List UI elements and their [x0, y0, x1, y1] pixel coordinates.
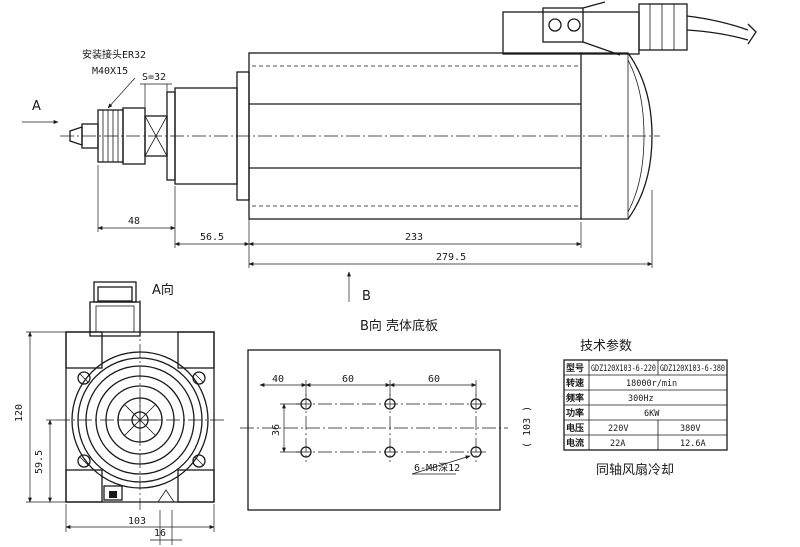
dim-60-left: 60 [342, 374, 354, 385]
spec-row-power: 功率 6KW [566, 407, 660, 419]
spec-label: 转速 [566, 377, 584, 389]
spec-label: 电流 [566, 437, 584, 449]
spec-value: 300Hz [628, 394, 654, 404]
base-view-title: B向 壳体底板 [360, 318, 438, 334]
cable-connector [502, 1, 757, 56]
dim-56-5: 56.5 [200, 232, 224, 243]
dim-279-5: 279.5 [436, 252, 466, 263]
spec-value-1: GDZ120X103-6-220 [591, 364, 656, 374]
dim-36: 36 [271, 424, 282, 436]
spec-table-title: 技术参数 [580, 338, 632, 354]
spec-row-speed: 转速 18000r/min [566, 377, 677, 389]
spec-row-frequency: 频率 300Hz [566, 392, 654, 404]
hole-note: 6-M8深12 [414, 462, 460, 474]
dim-233: 233 [405, 232, 423, 243]
spec-row-voltage: 电压 220V 380V [566, 422, 700, 434]
spec-label: 功率 [566, 407, 584, 419]
spec-label: 电压 [566, 422, 584, 434]
spec-value: 6KW [644, 409, 660, 419]
collet-assembly [69, 71, 250, 201]
dim-103-end: 103 [128, 516, 146, 527]
spec-table-footer: 同轴风扇冷却 [596, 462, 674, 478]
view-arrow-b-label: B [362, 289, 371, 304]
mounting-holes [296, 394, 486, 462]
mount-label-line1: 安装接头ER32 [82, 48, 146, 61]
view-arrow-a-label: A [32, 99, 41, 114]
end-view: A向 [14, 281, 224, 545]
spec-label: 频率 [566, 392, 584, 404]
mount-label-line2: M40X15 [92, 66, 128, 77]
wrench-size-label: S=32 [142, 72, 166, 83]
end-view-title: A向 [152, 282, 174, 298]
spec-value-2: 380V [680, 424, 700, 434]
dim-60-right: 60 [428, 374, 440, 385]
spec-row-model: 型号 GDZ120X103-6-220 GDZ120X103-6-380 [566, 362, 725, 374]
dim-40: 40 [272, 374, 284, 385]
base-view: B向 壳体底板 40 60 60 36 [240, 318, 533, 511]
dim-120: 120 [14, 404, 25, 422]
spec-row-current: 电流 22A 12.6A [566, 437, 706, 449]
dim-48: 48 [128, 216, 140, 227]
spec-label: 型号 [566, 362, 584, 374]
spec-table: 技术参数 型号 GDZ120X103-6-220 GDZ120X103-6-38… [563, 338, 728, 478]
spec-value-2: 12.6A [680, 439, 706, 449]
spec-value-2: GDZ120X103-6-380 [660, 364, 725, 374]
dim-59-5: 59.5 [34, 450, 45, 474]
spindle-body [248, 52, 653, 220]
dim-103-base: ( 103 ) [522, 406, 533, 448]
spec-value: 18000r/min [626, 379, 677, 389]
side-view: 安装接头ER32 M40X15 S=32 A 48 56.5 233 279.5… [22, 1, 757, 304]
spec-value-1: 22A [610, 439, 625, 449]
spec-value-1: 220V [608, 424, 628, 434]
dim-16: 16 [154, 528, 166, 539]
